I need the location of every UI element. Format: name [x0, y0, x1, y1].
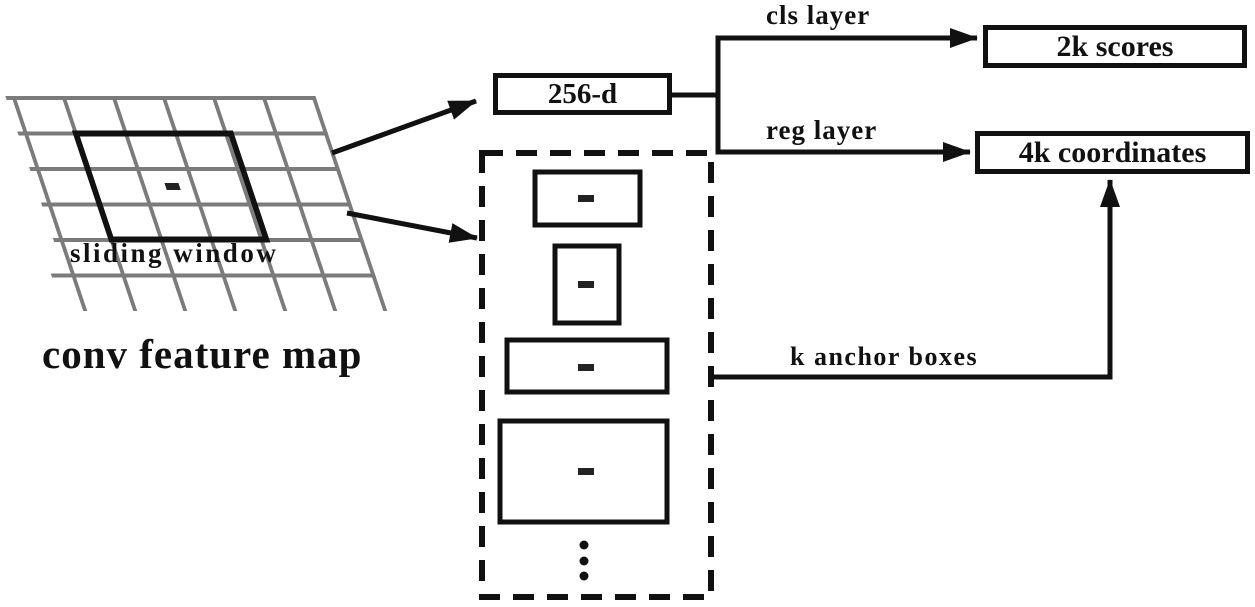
ellipsis-dot-2	[579, 556, 589, 566]
coords-node-label: 4k coordinates	[1018, 135, 1207, 169]
scores-node: 2k scores	[983, 25, 1247, 68]
anchor-center-mark-4	[578, 468, 594, 475]
anchor-box-2	[552, 243, 622, 326]
coords-node: 4k coordinates	[975, 131, 1250, 174]
grid-lines	[5, 96, 388, 311]
feature-map-grid	[5, 96, 388, 311]
anchor-box-4	[497, 418, 670, 525]
grid-to-vector-arrow	[331, 98, 477, 156]
ellipsis-dot-1	[579, 540, 589, 550]
grid-to-anchors-arrow	[346, 210, 478, 243]
ellipsis-dot-3	[579, 571, 589, 581]
anchor-center-mark-1	[578, 195, 594, 202]
vector-node-label: 256-d	[547, 77, 618, 110]
window-center-mark	[164, 183, 181, 190]
k-anchor-boxes-label: k anchor boxes	[790, 342, 979, 371]
anchor-boxes	[497, 169, 670, 525]
scores-node-label: 2k scores	[1056, 29, 1174, 63]
vector-node: 256-d	[493, 73, 672, 115]
anchor-center-mark-2	[578, 281, 594, 288]
reg-layer-label: reg layer	[766, 115, 878, 145]
sliding-window-label: sliding window	[70, 238, 279, 268]
cls-layer-label: cls layer	[766, 0, 871, 30]
anchor-box-1	[532, 169, 643, 228]
anchor-center-mark-3	[578, 364, 594, 371]
anchor-set-container	[479, 150, 714, 600]
anchor-ellipsis	[579, 540, 589, 581]
anchors-edge	[710, 179, 1120, 380]
anchor-box-3	[504, 337, 670, 395]
anchor-center-marks	[578, 195, 594, 475]
sliding-window-rect	[71, 130, 271, 243]
conv-feature-map-caption: conv feature map	[42, 331, 363, 377]
